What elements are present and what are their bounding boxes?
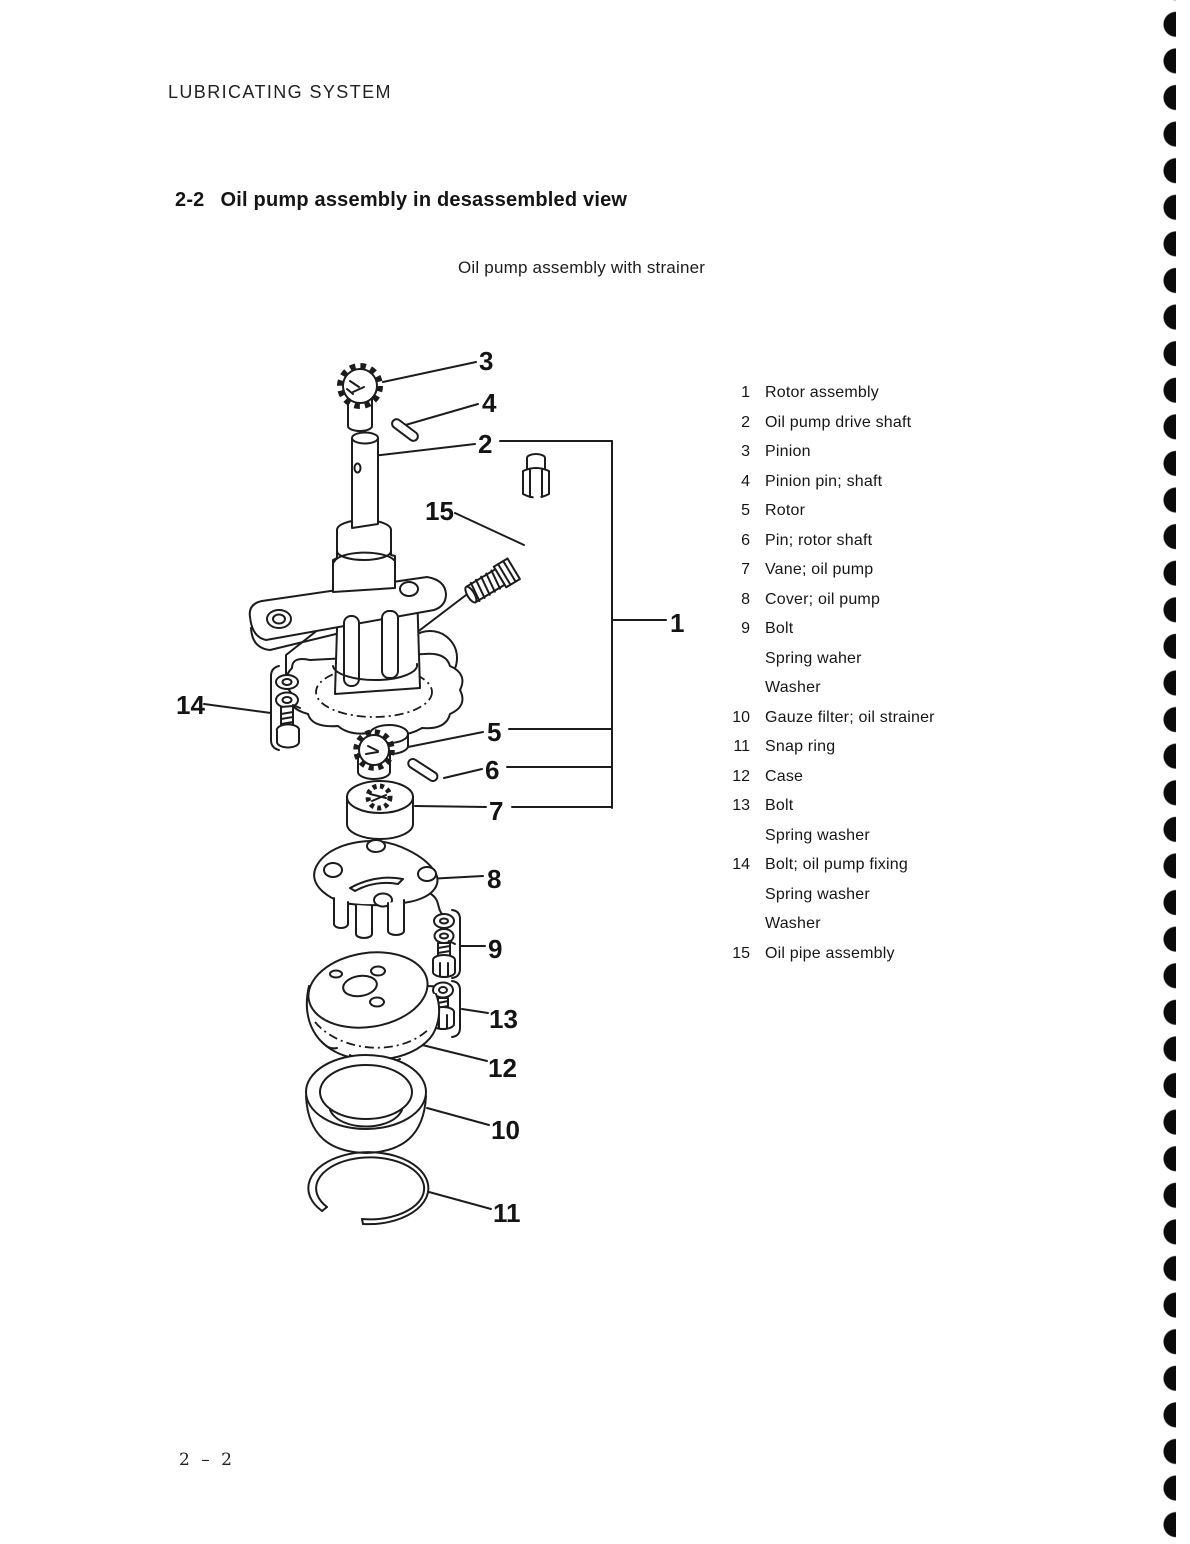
part-number: 1 (741, 384, 750, 401)
callout-4: 4 (482, 388, 497, 418)
figure-caption: Oil pump assembly with strainer (458, 258, 706, 277)
part-label: Gauze filter; oil strainer (765, 708, 935, 726)
part-label: Pin; rotor shaft (765, 531, 873, 549)
callout-7: 7 (489, 796, 503, 826)
part-fixing-bolt-group (270, 665, 301, 751)
part-label: Rotor assembly (765, 384, 879, 401)
parts-list-row: 4 Pinion pin; shaft (726, 471, 1056, 501)
parts-list-row: 6 Pin; rotor shaft (726, 530, 1056, 560)
callout-2: 2 (478, 429, 492, 459)
parts-list-row: 15 Oil pipe assembly (726, 943, 1056, 973)
parts-list-row: 13 Bolt (726, 795, 1056, 825)
callout-13: 13 (489, 1004, 518, 1034)
part-drive-shaft (332, 431, 396, 593)
part-label: Spring waher (765, 649, 862, 667)
part-bolt-group-9 (432, 909, 461, 979)
part-number: 10 (732, 708, 750, 726)
callout-11: 11 (493, 1198, 521, 1228)
parts-list-row: 5 Rotor (726, 500, 1056, 530)
page-number: 2 – 2 (179, 1450, 235, 1470)
part-label: Bolt (765, 620, 794, 637)
part-rotor-pin (407, 757, 439, 783)
section-number: 2-2 (175, 189, 205, 211)
parts-list-row: Spring washer (726, 884, 1056, 914)
part-pinion-pin (391, 418, 419, 442)
callout-1: 1 (670, 608, 684, 638)
callout-14: 14 (176, 690, 205, 720)
section-title: 2-2 Oil pump assembly in desassembled vie… (175, 189, 627, 212)
part-pinion (337, 363, 383, 432)
part-number: 2 (741, 413, 750, 431)
part-label: Spring washer (765, 885, 870, 903)
part-oil-pipe (464, 453, 553, 604)
parts-list-row: 8 Cover; oil pump (726, 589, 1056, 619)
part-label: Cover; oil pump (765, 590, 881, 608)
parts-list-row: 2 Oil pump drive shaft (726, 412, 1056, 442)
callout-9: 9 (488, 934, 502, 964)
parts-list-row: 7 Vane; oil pump (726, 559, 1056, 589)
part-number: 4 (741, 472, 750, 490)
part-number: 8 (741, 590, 750, 608)
callout-5: 5 (487, 717, 501, 747)
part-label: Bolt (765, 797, 794, 814)
part-label: Oil pipe assembly (765, 944, 895, 962)
callout-10: 10 (491, 1115, 520, 1145)
part-rotor (353, 729, 395, 780)
parts-list-row: 11 Snap ring (726, 736, 1056, 766)
parts-list-row: Washer (726, 913, 1056, 943)
part-label: Case (765, 767, 804, 785)
parts-list-row: 9 Bolt (726, 618, 1056, 648)
part-label: Spring washer (765, 826, 870, 844)
binding-marks (1157, 0, 1176, 1544)
parts-list-row: 1 Rotor assembly (726, 382, 1056, 412)
part-pump-body (248, 576, 464, 755)
parts-list-row: 10 Gauze filter; oil strainer (726, 707, 1056, 737)
part-label: Washer (765, 915, 821, 932)
leader-lines (203, 361, 667, 1210)
part-number: 9 (741, 620, 750, 637)
part-gauze-filter (305, 1054, 427, 1154)
part-label: Bolt; oil pump fixing (765, 856, 908, 873)
part-label: Vane; oil pump (765, 561, 874, 578)
parts-list-row: Spring waher (726, 648, 1056, 678)
part-number: 7 (741, 561, 750, 578)
callout-15: 15 (425, 496, 454, 526)
parts-list-row: 3 Pinion (726, 441, 1056, 471)
part-number: 13 (732, 797, 750, 814)
part-case (305, 951, 441, 1062)
part-number: 6 (741, 531, 750, 549)
callout-8: 8 (487, 864, 501, 894)
part-number: 5 (741, 502, 750, 519)
page-header: LUBRICATING SYSTEM (168, 82, 392, 102)
part-label: Rotor (765, 502, 806, 519)
parts-list-row: 12 Case (726, 766, 1056, 796)
callout-12: 12 (488, 1053, 517, 1083)
parts-list-row: 14 Bolt; oil pump fixing (726, 854, 1056, 884)
parts-list-row: Washer (726, 677, 1056, 707)
part-snap-ring (307, 1151, 430, 1226)
part-number: 12 (732, 767, 750, 785)
part-label: Washer (765, 679, 821, 696)
parts-list-row: Spring washer (726, 825, 1056, 855)
part-number: 14 (732, 856, 750, 873)
part-number: 11 (733, 738, 750, 755)
section-title-text: Oil pump assembly in desassembled view (220, 189, 628, 211)
callout-6: 6 (485, 755, 499, 785)
part-cover (313, 839, 439, 939)
part-vane (346, 780, 414, 840)
part-label: Pinion (765, 443, 811, 460)
part-number: 3 (741, 443, 750, 460)
callout-3: 3 (479, 346, 493, 376)
part-number: 15 (732, 944, 750, 962)
part-label: Snap ring (765, 738, 836, 755)
part-label: Oil pump drive shaft (765, 413, 912, 431)
callouts: 3 4 2 15 1 14 5 6 7 8 9 13 12 10 11 (176, 346, 684, 1228)
part-label: Pinion pin; shaft (765, 472, 883, 490)
